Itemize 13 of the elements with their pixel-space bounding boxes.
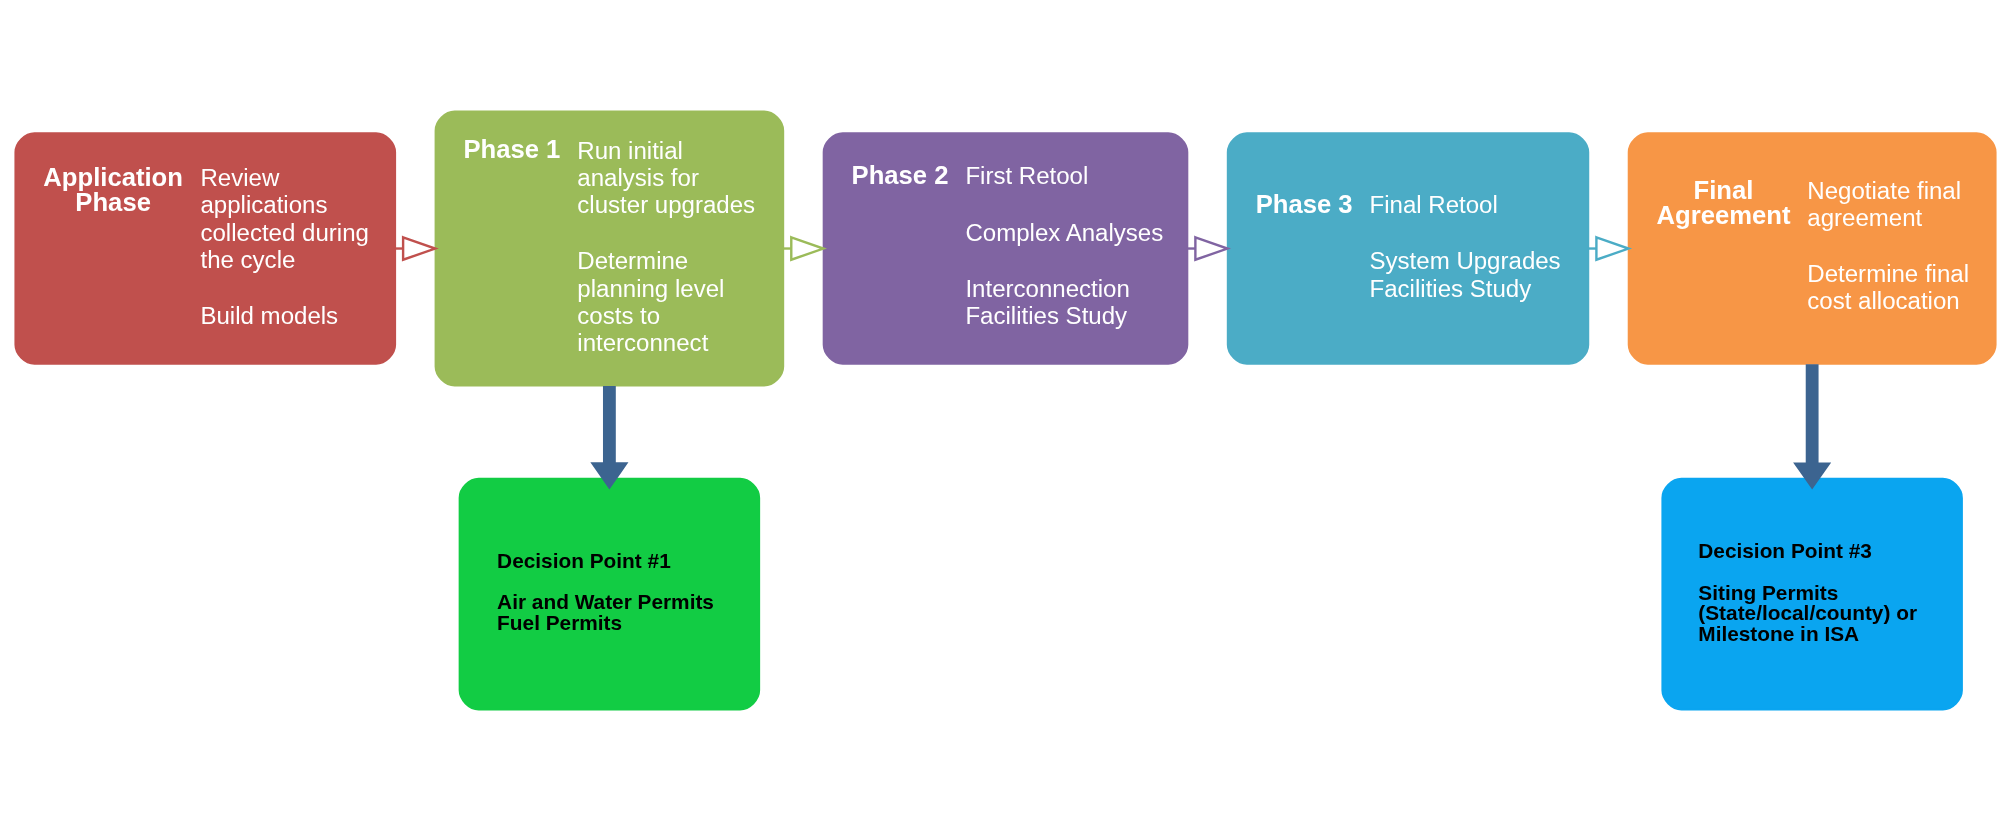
node-box: Phase 2 First Retool Complex Analyses Interconnection Facilities Study — [822, 132, 1189, 365]
node-box: Phase 3 Final Retool System Upgrades Facilities Study — [1226, 132, 1590, 365]
arrow — [395, 235, 439, 262]
node-box: Decision Point #1 Air and Water Permits Fuel Permits — [458, 477, 761, 711]
arrow — [1588, 235, 1633, 262]
node-box: Application Phase Review applications collected during the cycle Build models — [14, 132, 397, 365]
node-box: Decision Point #3 Siting Permits (State/local/county) or Milestone in ISA — [1661, 477, 1963, 711]
arrow — [1793, 364, 1832, 490]
node-box: Final Agreement Negotiate final agreement Determine final cost allocation — [1627, 132, 1997, 365]
node-box: Phase 1 Run initial analysis for cluster upgrades Determine planning level costs to interconnect — [434, 110, 785, 387]
arrow — [783, 235, 827, 262]
arrow — [590, 385, 629, 490]
arrow — [1187, 235, 1232, 262]
